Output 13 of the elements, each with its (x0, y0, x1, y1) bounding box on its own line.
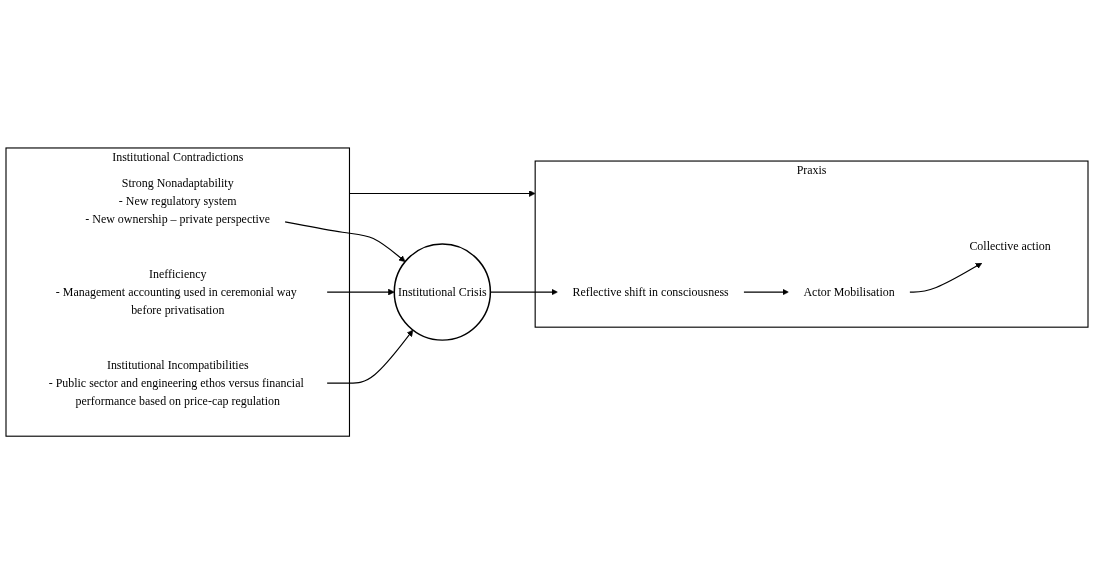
arrow (284, 221, 406, 262)
node-text: Inefficiency - Management accounting used in ceremonial way before privatisation (55, 267, 297, 316)
node-text: Reflective shift in consciousness (572, 285, 729, 298)
node-text: Collective action (969, 239, 1051, 253)
arrow (326, 329, 414, 384)
node-text: Strong Nonadaptability - New regulatory system - New ownership – private perspective (85, 176, 271, 225)
node-text: Institutional Incompatibilities - Public sector and engineering ethos versus financial performance based on price-cap regulation (48, 358, 304, 407)
node-circle: Institutional Crisis (393, 243, 492, 341)
arrow (743, 288, 789, 296)
arrow (909, 262, 983, 293)
node-text: Actor Mobilisation (803, 285, 895, 298)
arrow (326, 288, 395, 296)
arrow (348, 190, 536, 197)
